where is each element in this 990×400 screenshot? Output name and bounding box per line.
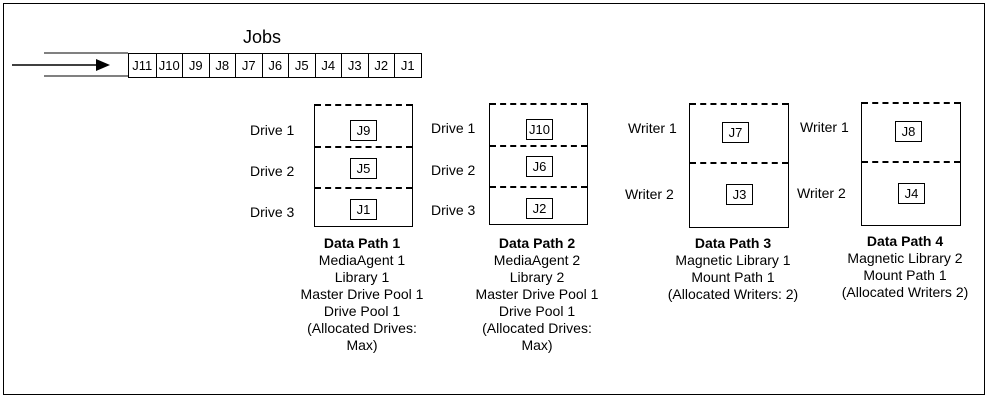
slot-divider: [490, 186, 587, 188]
writer-stack: [861, 102, 961, 226]
slot-divider: [315, 146, 412, 148]
writer-label: Writer 2: [625, 186, 674, 202]
caption-line: (Allocated Writers 2): [841, 284, 969, 300]
queue-job: J2: [367, 54, 395, 77]
caption-line: Master Drive Pool 1: [475, 286, 599, 302]
assigned-job: J9: [350, 120, 377, 141]
job-queue: J11 J10 J9 J8 J7 J6 J5 J4 J3 J2 J1: [128, 53, 422, 78]
queue-job: J6: [261, 54, 289, 77]
assigned-job: J1: [350, 199, 377, 220]
slot-divider: [490, 103, 587, 105]
data-path-caption: Data Path 4 Magnetic Library 2 Mount Pat…: [842, 233, 969, 301]
queue-job: J10: [155, 54, 183, 77]
caption-line: (Allocated Drives:: [307, 320, 417, 336]
drive-stack: [314, 104, 413, 227]
caption-line: Magnetic Library 1: [675, 252, 791, 268]
drive-label: Drive 1: [431, 120, 476, 136]
assigned-job: J6: [526, 156, 553, 177]
writer-label: Writer 2: [797, 185, 846, 201]
slot-divider: [690, 103, 788, 105]
data-path-title: Data Path 4: [866, 233, 944, 249]
writer-stack: [689, 103, 789, 228]
slot-divider: [862, 161, 960, 163]
caption-line: (Allocated Drives:: [482, 320, 592, 336]
caption-line: Library 2: [509, 269, 565, 285]
data-path-caption: Data Path 3 Magnetic Library 1 Mount Pat…: [668, 235, 798, 303]
drive-label: Drive 3: [250, 204, 295, 220]
caption-line: Mount Path 1: [863, 267, 947, 283]
drive-label: Drive 2: [250, 163, 295, 179]
data-path-caption: Data Path 2 MediaAgent 2 Library 2 Maste…: [476, 235, 599, 354]
writer-label: Writer 1: [628, 120, 677, 136]
slot-divider: [490, 145, 587, 147]
caption-line: Max): [346, 337, 378, 353]
incoming-arrow-icon: [12, 52, 128, 77]
caption-line: Mount Path 1: [691, 269, 775, 285]
slot-divider: [690, 162, 788, 164]
queue-job: J8: [208, 54, 236, 77]
queue-job: J11: [132, 58, 153, 73]
queue-job: J3: [341, 54, 368, 77]
queue-job: J7: [235, 54, 262, 77]
assigned-job: J4: [898, 183, 925, 204]
caption-line: Drive Pool 1: [323, 303, 401, 319]
caption-line: Master Drive Pool 1: [300, 286, 424, 302]
assigned-job: J5: [350, 158, 377, 179]
jobs-title: Jobs: [243, 27, 282, 47]
drive-label: Drive 1: [250, 122, 295, 138]
assigned-job: J3: [726, 184, 753, 205]
assigned-job: J8: [895, 121, 922, 142]
slot-divider: [315, 187, 412, 189]
diagram-frame: [3, 3, 985, 395]
queue-job: J5: [288, 54, 315, 77]
caption-line: MediaAgent 2: [493, 252, 581, 268]
writer-label: Writer 1: [800, 119, 849, 135]
drive-stack: [489, 103, 588, 225]
slot-divider: [315, 104, 412, 106]
caption-line: (Allocated Writers: 2): [667, 286, 799, 302]
slot-divider: [862, 102, 960, 104]
data-path-caption: Data Path 1 MediaAgent 1 Library 1 Maste…: [301, 235, 424, 354]
assigned-job: J2: [526, 198, 553, 219]
caption-line: Max): [521, 337, 553, 353]
caption-line: Drive Pool 1: [498, 303, 576, 319]
assigned-job: J10: [526, 119, 553, 140]
caption-line: Magnetic Library 2: [847, 250, 963, 266]
caption-line: MediaAgent 1: [318, 252, 406, 268]
data-path-title: Data Path 2: [498, 235, 576, 251]
data-path-title: Data Path 3: [694, 235, 772, 251]
caption-line: Library 1: [334, 269, 390, 285]
drive-label: Drive 3: [431, 202, 476, 218]
assigned-job: J7: [722, 122, 749, 143]
data-path-title: Data Path 1: [323, 235, 401, 251]
queue-job: J1: [394, 54, 421, 77]
drive-label: Drive 2: [431, 162, 476, 178]
queue-job: J4: [314, 54, 342, 77]
queue-job: J9: [182, 54, 209, 77]
